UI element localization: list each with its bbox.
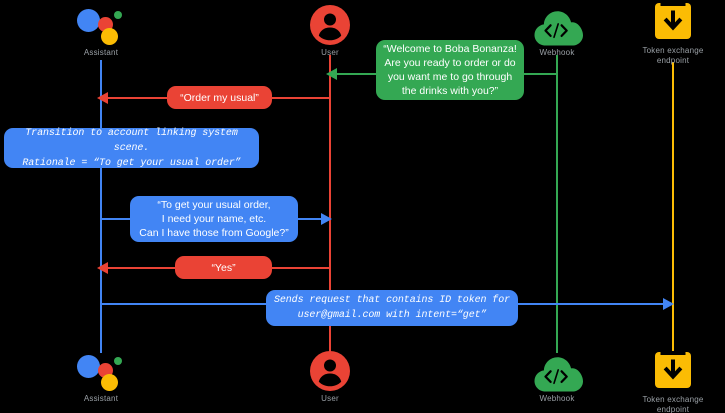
actor-label-user: User: [321, 48, 339, 57]
arrow-head-yes: [97, 262, 108, 274]
note-sends-request: Sends request that contains ID token for…: [266, 290, 518, 326]
actor-webhook-bottom: Webhook: [497, 350, 617, 404]
actor-token-endpoint-top: Token exchange endpoint: [613, 2, 725, 66]
actor-label-token-endpoint-bottom: Token exchange endpoint: [642, 395, 704, 413]
user-avatar-icon-wrap-bottom: [270, 350, 390, 392]
cloud-code-icon-bottom: [534, 357, 583, 392]
actor-assistant-bottom: Assistant: [41, 350, 161, 404]
lifeline-assistant: [100, 60, 102, 353]
actor-label-user-bottom: User: [321, 394, 339, 403]
assistant-dot-yellow: [101, 28, 118, 45]
actor-webhook-top: Webhook: [497, 4, 617, 58]
actor-user-bottom: User: [270, 350, 390, 404]
cloud-code-icon-wrap: [497, 4, 617, 46]
google-assistant-icon-bottom: [75, 350, 127, 392]
note-transition-account-linking: Transition to account linking system sce…: [4, 128, 259, 169]
arrow-head-welcome: [326, 68, 337, 80]
user-avatar-icon: [310, 5, 350, 45]
message-bubble-order-my-usual: “Order my usual”: [167, 86, 272, 109]
arrow-head-order-my-usual: [97, 92, 108, 104]
assistant-dot-blue: [77, 355, 100, 378]
arrow-head-need-your-name: [321, 213, 332, 225]
assistant-dot-yellow: [101, 374, 118, 391]
actor-label-webhook-bottom: Webhook: [539, 394, 575, 403]
inbox-download-icon-bottom: [655, 351, 691, 388]
cloud-code-icon-wrap-bottom: [497, 350, 617, 392]
arrow-head-sends-request: [663, 298, 674, 310]
actor-user-top: User: [270, 4, 390, 58]
assistant-dot-green: [114, 357, 122, 365]
inbox-download-icon-wrap-bottom: [613, 351, 725, 393]
lifeline-token-endpoint: [672, 62, 674, 353]
google-assistant-icon-wrap: [41, 4, 161, 46]
message-bubble-need-your-name: “To get your usual order, I need your na…: [130, 196, 298, 242]
message-bubble-yes: “Yes”: [175, 256, 272, 279]
message-bubble-welcome: “Welcome to Boba Bonanza! Are you ready …: [376, 40, 524, 100]
actor-assistant-top: Assistant: [41, 4, 161, 58]
lifeline-webhook: [556, 55, 558, 353]
inbox-download-icon-wrap: [613, 2, 725, 44]
actor-label-assistant: Assistant: [83, 48, 119, 57]
lifeline-user: [329, 55, 331, 353]
actor-label-webhook: Webhook: [539, 48, 575, 57]
user-avatar-icon-bottom: [310, 351, 350, 391]
actor-label-token-endpoint: Token exchange endpoint: [642, 46, 704, 65]
inbox-download-icon: [655, 2, 691, 39]
assistant-dot-green: [114, 11, 122, 19]
assistant-dot-blue: [77, 9, 100, 32]
cloud-code-icon: [534, 11, 583, 46]
google-assistant-icon: [75, 4, 127, 46]
actor-label-assistant-bottom: Assistant: [83, 394, 119, 403]
actor-token-endpoint-bottom: Token exchange endpoint: [613, 351, 725, 413]
google-assistant-icon-wrap-bottom: [41, 350, 161, 392]
user-avatar-icon-wrap: [270, 4, 390, 46]
